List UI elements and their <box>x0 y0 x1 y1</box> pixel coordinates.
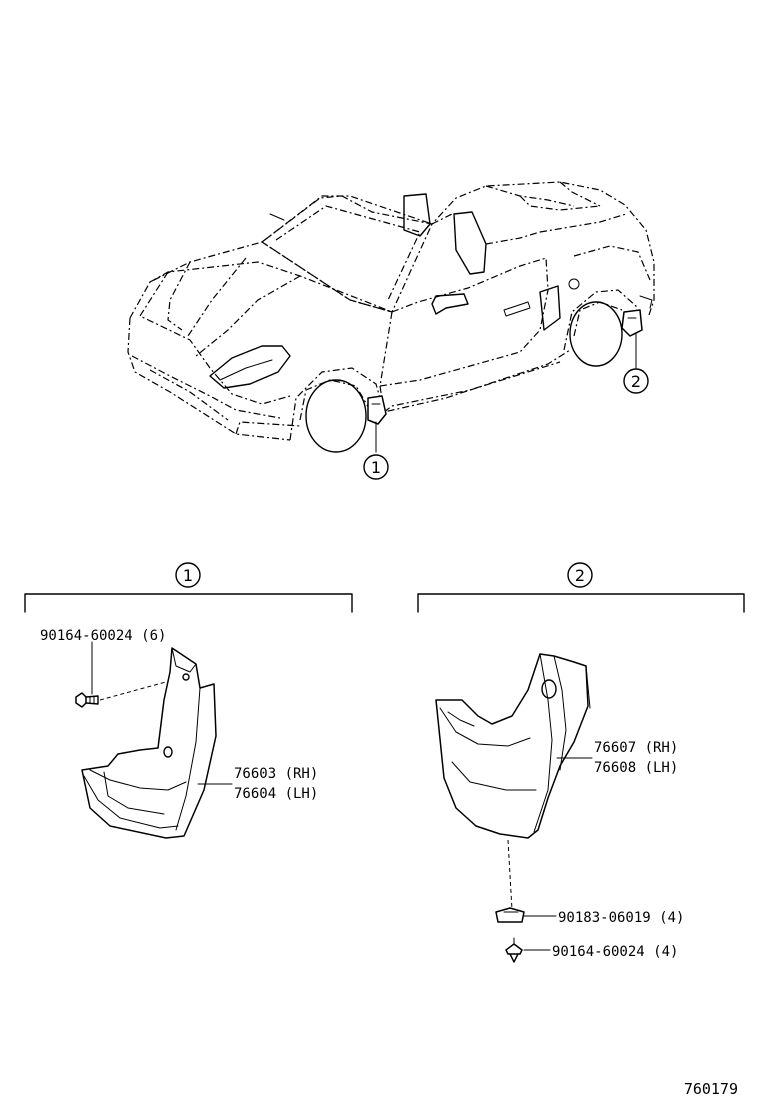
rear-screw-label: 90164-60024 (4) <box>552 944 678 960</box>
rear-screw <box>505 937 551 963</box>
front-screw-label: 90164-60024 (6) <box>40 628 166 644</box>
rear-nut <box>495 907 557 923</box>
svg-text:2: 2 <box>631 372 641 391</box>
rear-nut-label: 90183-06019 (4) <box>558 910 684 926</box>
rear-part-label-rh: 76607 (RH) <box>594 740 678 756</box>
svg-text:2: 2 <box>575 566 585 585</box>
figure-number: 760179 <box>684 1080 738 1098</box>
svg-text:1: 1 <box>183 566 193 585</box>
front-part-label-lh: 76604 (LH) <box>234 786 318 802</box>
front-part-label-rh: 76603 (RH) <box>234 766 318 782</box>
callout-car-rear: 2 <box>623 368 649 394</box>
callout-car-front: 1 <box>363 454 389 480</box>
roadster-car-illustration <box>127 181 655 453</box>
group-rear-header: 2 <box>417 562 745 613</box>
rear-part-label-lh: 76608 (LH) <box>594 760 678 776</box>
front-mudguard-part <box>81 647 233 839</box>
group-front-header: 1 <box>24 562 353 613</box>
rear-mudguard-part <box>435 653 593 911</box>
svg-text:1: 1 <box>371 458 381 477</box>
